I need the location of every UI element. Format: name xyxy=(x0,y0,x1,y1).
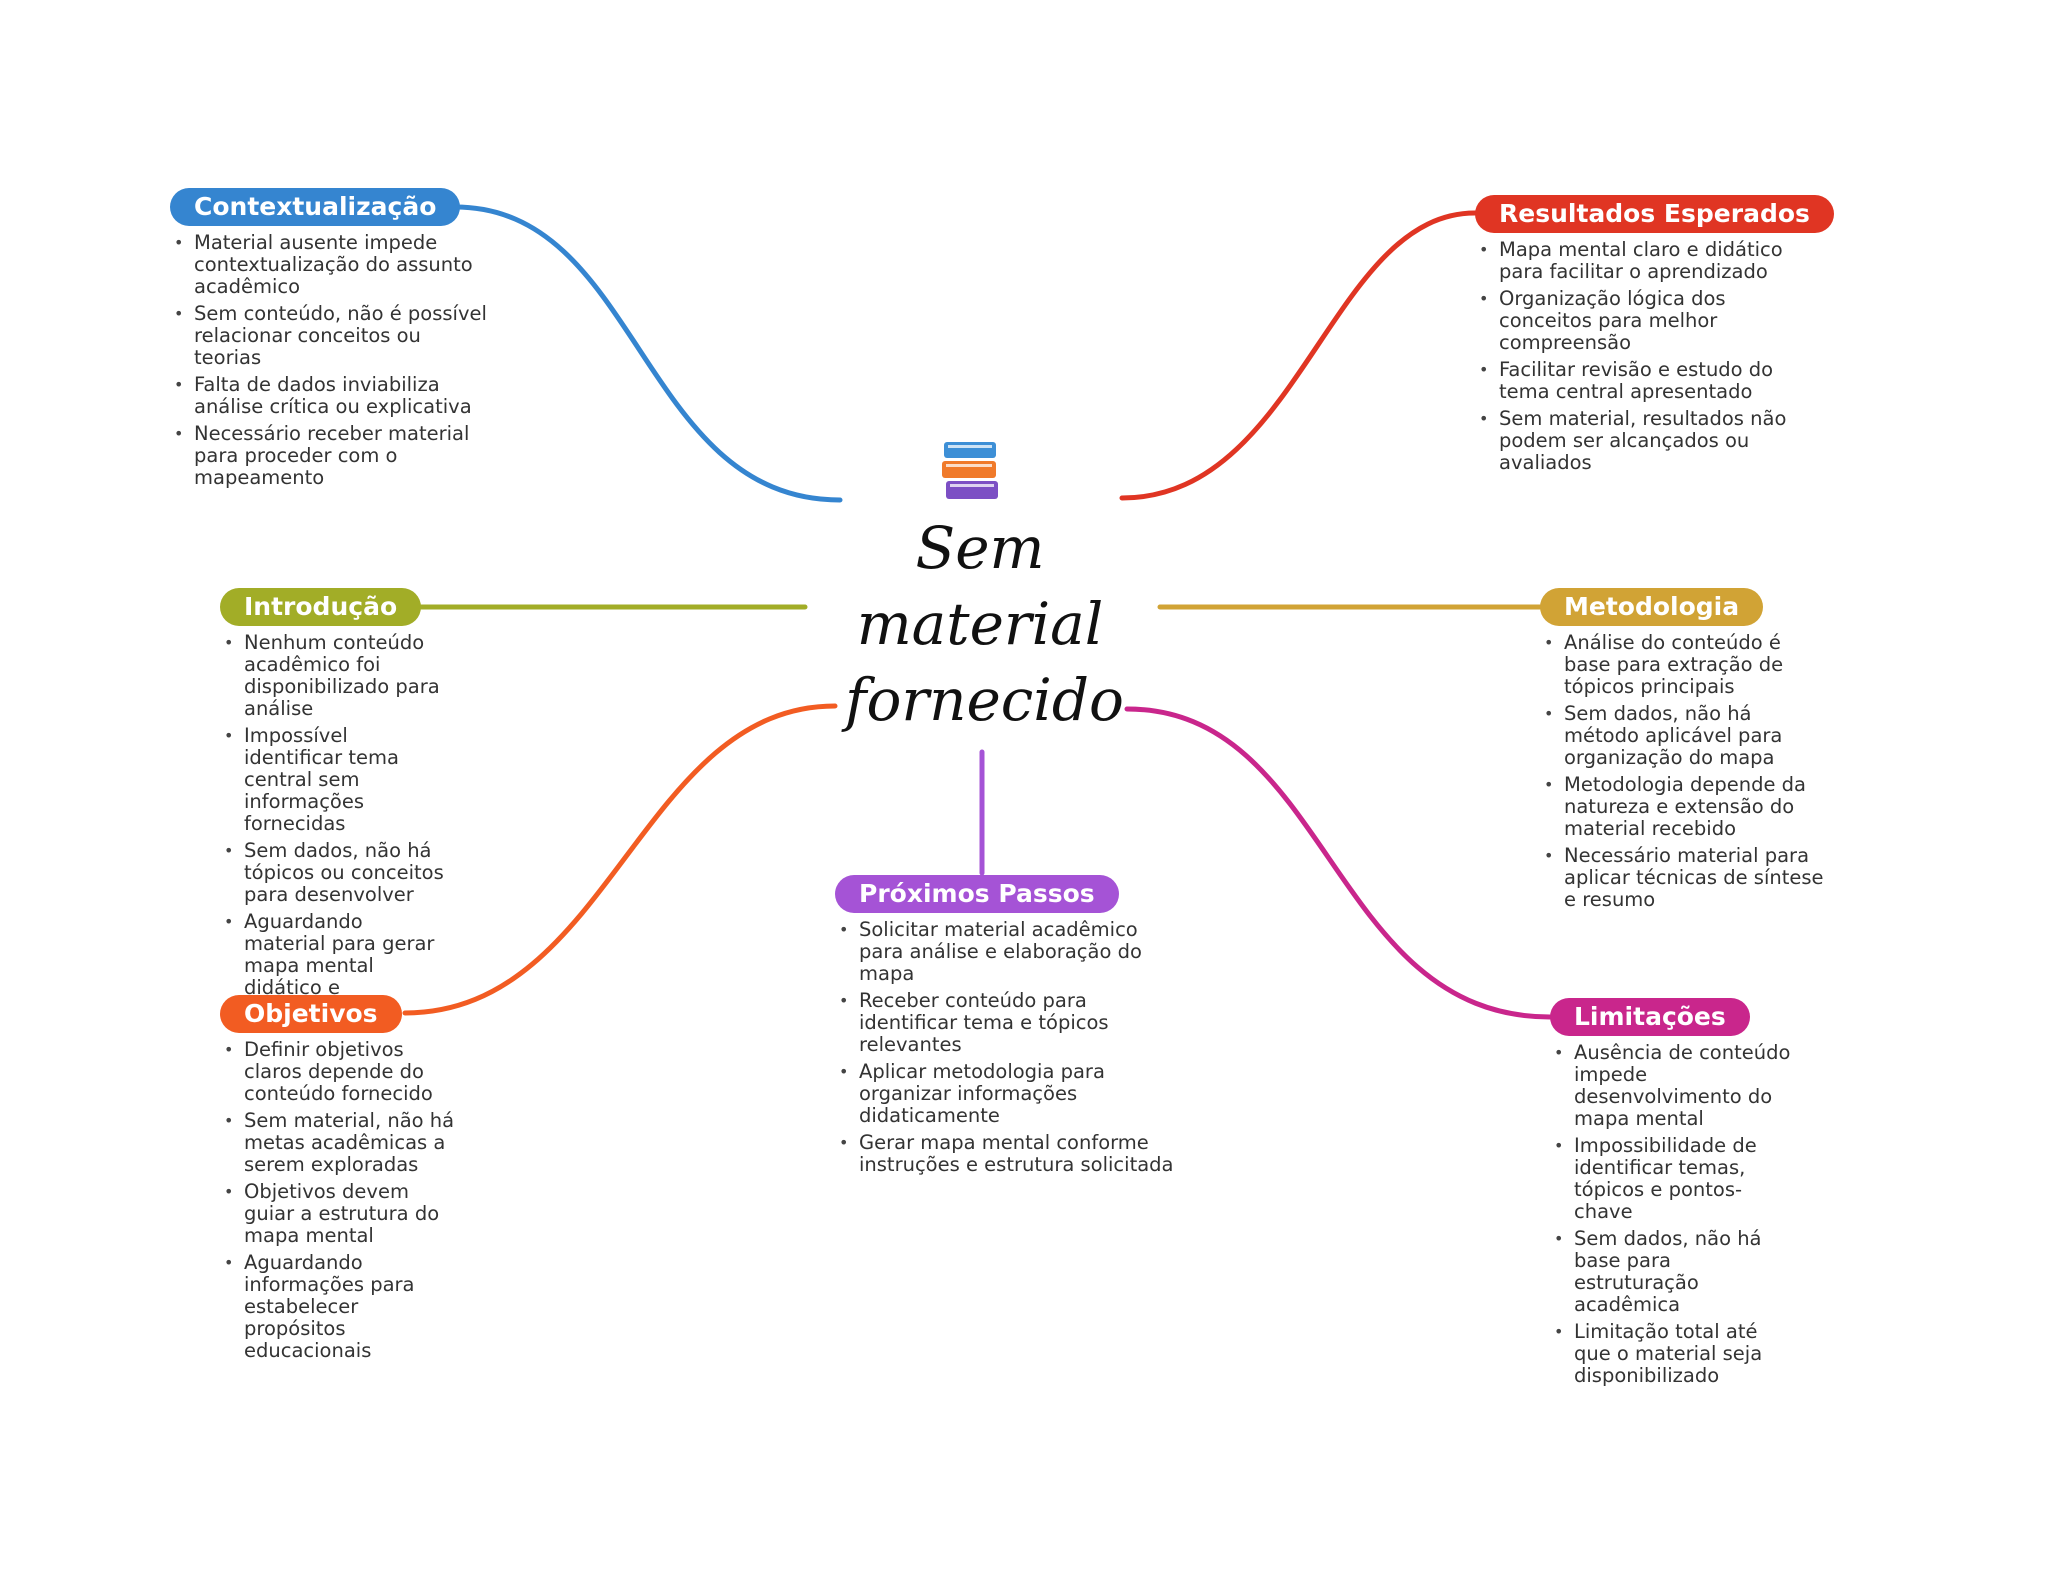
list-item: Impossível identificar tema central sem … xyxy=(220,725,450,835)
branch-proximos-passos: Próximos Passos Solicitar material acadê… xyxy=(835,875,1175,1181)
bullet-list-metodologia: Análise do conteúdo é base para extração… xyxy=(1540,632,1825,911)
branch-title-proximos-passos[interactable]: Próximos Passos xyxy=(835,875,1119,913)
list-item: Facilitar revisão e estudo do tema centr… xyxy=(1475,359,1805,403)
list-item: Aguardando informações para estabelecer … xyxy=(220,1252,465,1362)
list-item: Sem dados, não há base para estruturação… xyxy=(1550,1228,1795,1316)
branch-title-metodologia[interactable]: Metodologia xyxy=(1540,588,1764,626)
central-topic-title: Sem material fornecido xyxy=(845,514,1124,734)
list-item: Solicitar material acadêmico para anális… xyxy=(835,919,1175,985)
branch-title-resultados-esperados[interactable]: Resultados Esperados xyxy=(1475,195,1834,233)
list-item: Mapa mental claro e didático para facili… xyxy=(1475,239,1805,283)
bullet-list-introducao: Nenhum conteúdo acadêmico foi disponibil… xyxy=(220,632,450,1021)
connector-resultados xyxy=(1119,210,1478,501)
list-item: Nenhum conteúdo acadêmico foi disponibil… xyxy=(220,632,450,720)
book-bottom xyxy=(946,481,998,499)
list-item: Aplicar metodologia para organizar infor… xyxy=(835,1061,1175,1127)
branch-title-limitacoes[interactable]: Limitações xyxy=(1550,998,1750,1036)
bullet-list-contextualizacao: Material ausente impede contextualização… xyxy=(170,232,490,489)
bullet-list-limitacoes: Ausência de conteúdo impede desenvolvime… xyxy=(1550,1042,1795,1387)
books-icon xyxy=(942,442,998,499)
branch-limitacoes: Limitações Ausência de conteúdo impede d… xyxy=(1550,998,1795,1392)
branch-title-contextualizacao[interactable]: Contextualização xyxy=(170,188,461,226)
list-item: Objetivos devem guiar a estrutura do map… xyxy=(220,1181,465,1247)
list-item: Falta de dados inviabiliza análise críti… xyxy=(170,374,490,418)
list-item: Necessário receber material para procede… xyxy=(170,423,490,489)
book-middle xyxy=(942,461,996,478)
list-item: Sem material, resultados não podem ser a… xyxy=(1475,408,1805,474)
list-item: Metodologia depende da natureza e extens… xyxy=(1540,774,1825,840)
list-item: Receber conteúdo para identificar tema e… xyxy=(835,990,1175,1056)
bullet-list-proximos-passos: Solicitar material acadêmico para anális… xyxy=(835,919,1175,1176)
book-top xyxy=(944,442,996,458)
branch-introducao: Introdução Nenhum conteúdo acadêmico foi… xyxy=(220,588,450,1026)
branch-objetivos: Objetivos Definir objetivos claros depen… xyxy=(220,995,465,1367)
bullet-list-objetivos: Definir objetivos claros depende do cont… xyxy=(220,1039,465,1362)
branch-resultados-esperados: Resultados Esperados Mapa mental claro e… xyxy=(1475,195,1834,479)
connector-limitacoes xyxy=(1124,706,1553,1020)
list-item: Sem dados, não há método aplicável para … xyxy=(1540,703,1825,769)
branch-title-objetivos[interactable]: Objetivos xyxy=(220,995,402,1033)
branch-title-introducao[interactable]: Introdução xyxy=(220,588,422,626)
bullet-list-resultados-esperados: Mapa mental claro e didático para facili… xyxy=(1475,239,1805,474)
list-item: Definir objetivos claros depende do cont… xyxy=(220,1039,465,1105)
list-item: Ausência de conteúdo impede desenvolvime… xyxy=(1550,1042,1795,1130)
list-item: Gerar mapa mental conforme instruções e … xyxy=(835,1132,1175,1176)
list-item: Sem dados, não há tópicos ou conceitos p… xyxy=(220,840,450,906)
branch-contextualizacao: Contextualização Material ausente impede… xyxy=(170,188,490,494)
branch-metodologia: Metodologia Análise do conteúdo é base p… xyxy=(1540,588,1825,916)
list-item: Limitação total até que o material seja … xyxy=(1550,1321,1795,1387)
list-item: Material ausente impede contextualização… xyxy=(170,232,490,298)
list-item: Análise do conteúdo é base para extração… xyxy=(1540,632,1825,698)
connector-objetivos xyxy=(402,703,838,1016)
list-item: Necessário material para aplicar técnica… xyxy=(1540,845,1825,911)
list-item: Sem material, não há metas acadêmicas a … xyxy=(220,1110,465,1176)
list-item: Sem conteúdo, não é possível relacionar … xyxy=(170,303,490,369)
connector-contextualizacao xyxy=(452,204,843,503)
list-item: Impossibilidade de identificar temas, tó… xyxy=(1550,1135,1795,1223)
list-item: Organização lógica dos conceitos para me… xyxy=(1475,288,1805,354)
